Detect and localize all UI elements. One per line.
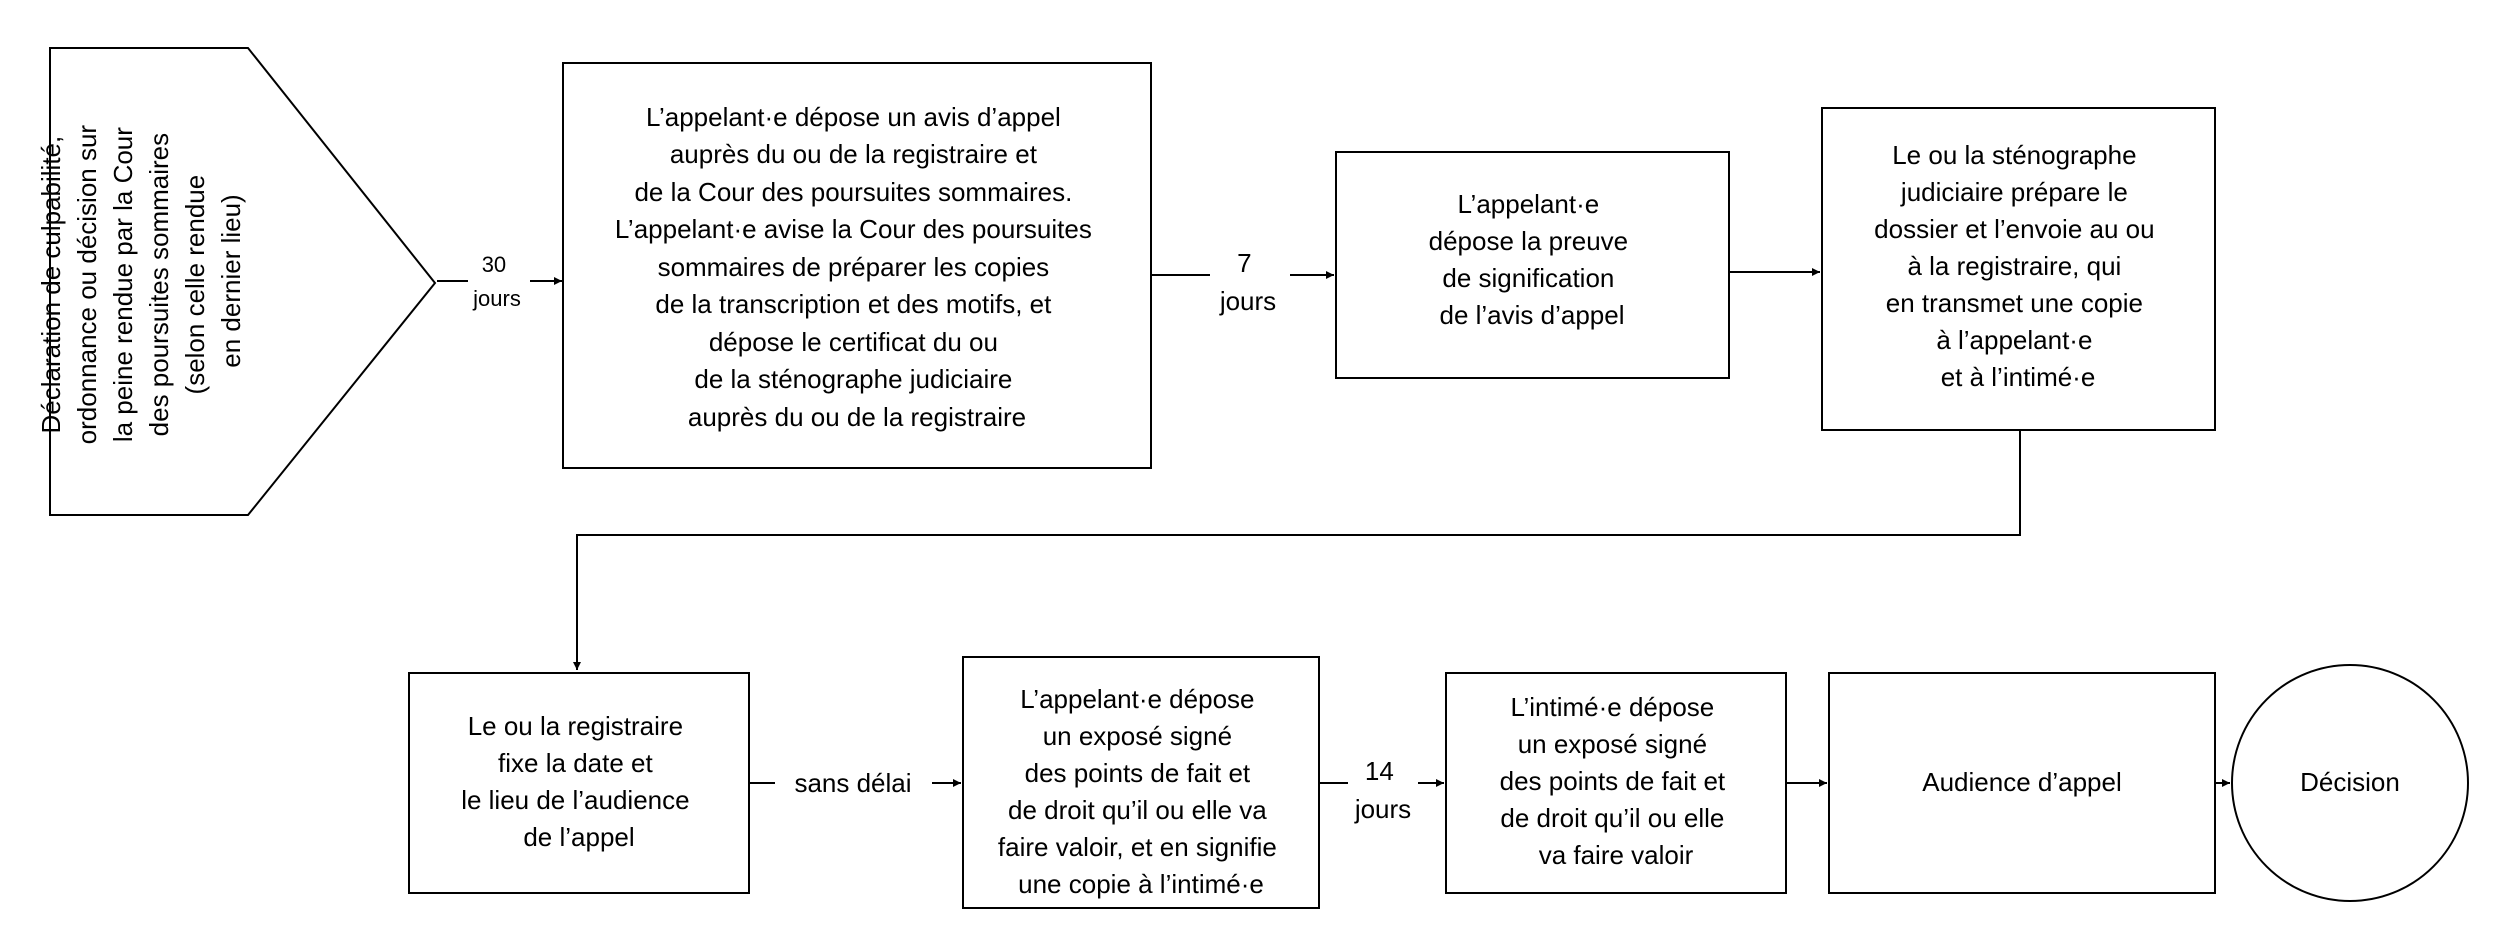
avis-text-line-8: de la sténographe judiciaire — [694, 364, 1012, 394]
start-pentagon-node — [49, 47, 437, 516]
stenographe-text-line-7: et à l’intimé·e — [1941, 362, 2096, 392]
decision-circle-node — [2231, 664, 2469, 902]
preuve-signification-node — [1335, 151, 1730, 379]
start-text-line-1: Déclaration de culpabilité, — [36, 136, 66, 434]
svg-text:L’appelant·e dépose un avis d’: L’appelant·e dépose un avis d’appel aupr… — [615, 102, 1099, 432]
expose-intime-text-line-3: des points de fait et — [1500, 766, 1726, 796]
stenographe-text-line-1: Le ou la sténographe — [1892, 140, 2136, 170]
stenographe-text-line-6: à l’appelant·e — [1936, 325, 2092, 355]
preuve-text-line-1: L’appelant·e — [1458, 189, 1600, 219]
registraire-text-line-4: de l’appel — [523, 822, 634, 852]
expose-intime-text-line-1: L’intimé·e dépose — [1510, 692, 1714, 722]
svg-text:14 jours: 14 jours — [1354, 756, 1411, 824]
svg-text:7 jours: 7 jours — [1219, 248, 1276, 316]
expose-appelant-text-line-1: L’appelant·e dépose — [1020, 684, 1254, 714]
avis-text-line-4: L’appelant·e avise la Cour des poursuite… — [615, 214, 1092, 244]
svg-text:L’intimé·e dépose un expos: L’intimé·e dépose un exposé signé des po… — [1500, 692, 1733, 870]
registraire-text-line-1: Le ou la registraire — [468, 711, 683, 741]
audience-node — [1828, 672, 2216, 894]
start-text-line-6: en dernier lieu) — [216, 194, 246, 367]
svg-text:L’appelant·e dépose un exp: L’appelant·e dépose un exposé signé des … — [998, 684, 1284, 899]
edge-label-7-jours: jours — [1219, 286, 1276, 316]
avis-text-line-5: sommaires de préparer les copies — [658, 252, 1050, 282]
preuve-text-line-2: dépose la preuve — [1429, 226, 1628, 256]
expose-appelant-text-line-4: de droit qu’il ou elle va — [1008, 795, 1267, 825]
edge-label-14: 14 — [1365, 756, 1394, 786]
registraire-text-line-3: le lieu de l’audience — [461, 785, 689, 815]
avis-text-line-7: dépose le certificat du ou — [709, 327, 998, 357]
edge-label-sans-delai: sans délai — [794, 768, 911, 798]
svg-text:Le ou la sténographe judic: Le ou la sténographe judiciaire prépare … — [1874, 140, 2162, 392]
avis-text-line-2: auprès du ou de la registraire et — [670, 139, 1038, 169]
expose-appelant-text-line-2: un exposé signé — [1043, 721, 1232, 751]
expose-intime-text-line-4: de droit qu’il ou elle — [1500, 803, 1724, 833]
start-text-line-3: la peine rendue par la Cour — [108, 127, 138, 442]
stenographe-node — [1821, 107, 2216, 431]
edge-label-30-jours: jours — [472, 286, 521, 311]
registraire-text-line-2: fixe la date et — [498, 748, 653, 778]
expose-intime-text-line-2: un exposé signé — [1518, 729, 1707, 759]
preuve-text-line-3: de signification — [1442, 263, 1614, 293]
expose-intime-text-line-5: va faire valoir — [1539, 840, 1694, 870]
preuve-text-line-4: de l’avis d’appel — [1439, 300, 1624, 330]
stenographe-text-line-5: en transmet une copie — [1886, 288, 2143, 318]
avis-text-line-9: auprès du ou de la registraire — [688, 402, 1026, 432]
stenographe-text-line-4: à la registraire, qui — [1907, 251, 2121, 281]
expose-appelant-node — [962, 656, 1320, 909]
decision-text: Décision — [2300, 767, 2400, 797]
audience-text: Audience d’appel — [1922, 767, 2122, 797]
avis-text-line-1: L’appelant·e dépose un avis d’appel — [646, 102, 1061, 132]
start-text-line-4: des poursuites sommaires — [144, 133, 174, 436]
expose-appelant-text-line-6: une copie à l’intimé·e — [1018, 869, 1264, 899]
avis-appel-node — [562, 62, 1152, 469]
expose-intime-node — [1445, 672, 1787, 894]
stenographe-text-line-3: dossier et l’envoie au ou — [1874, 214, 2154, 244]
edge-label-7: 7 — [1237, 248, 1251, 278]
arrow-stenographe-to-registraire — [573, 431, 2021, 670]
avis-text-line-6: de la transcription et des motifs, et — [655, 289, 1052, 319]
expose-appelant-text-line-5: faire valoir, et en signifie — [998, 832, 1277, 862]
edge-label-30: 30 — [482, 252, 506, 277]
stenographe-text-line-2: judiciaire prépare le — [1900, 177, 2128, 207]
avis-text-line-3: de la Cour des poursuites sommaires. — [634, 177, 1072, 207]
svg-text:L’appelant·e dépose la pre: L’appelant·e dépose la preuve de signifi… — [1429, 189, 1636, 330]
svg-text:30 jours: 30 jours — [472, 252, 521, 311]
svg-text:Le ou la registraire fixe: Le ou la registraire fixe la date et le … — [461, 711, 697, 852]
start-text-line-2: ordonnance ou décision sur — [72, 125, 102, 445]
start-text-line-5: (selon celle rendue — [180, 175, 210, 395]
registraire-node — [408, 672, 750, 894]
edge-label-14-jours: jours — [1354, 794, 1411, 824]
expose-appelant-text-line-3: des points de fait et — [1025, 758, 1251, 788]
svg-text:Déclaration de culpabilité,: Déclaration de culpabilité, ordonnance o… — [36, 118, 246, 445]
